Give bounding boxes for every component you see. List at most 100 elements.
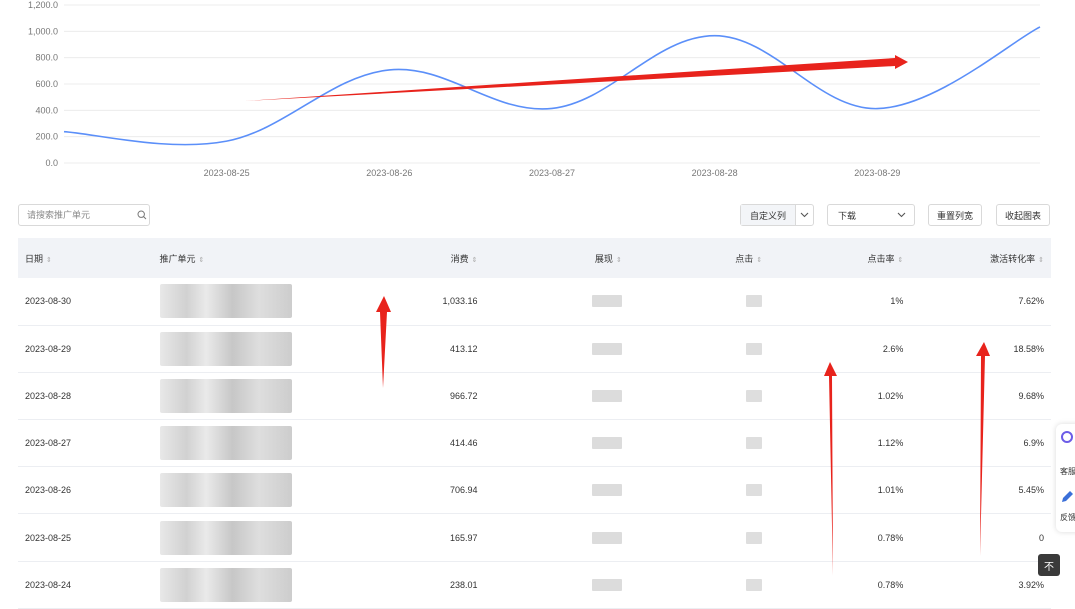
redacted-unit-name [159,426,292,461]
y-tick-label: 1,200.0 [28,0,58,10]
col-ctr-label: 点击率 [867,253,895,264]
col-clicks-header[interactable]: 点击⇕ [629,238,769,278]
cvr-cell: 3.92% [1018,579,1044,590]
redacted-value [746,484,763,497]
unit-cell[interactable] [153,467,396,514]
collapse-chart-button[interactable]: 收起图表 [996,204,1050,226]
custom-columns-label[interactable]: 自定义列 [741,205,796,225]
reset-column-width-button[interactable]: 重置列宽 [928,204,982,226]
service-label[interactable]: 客服 [1060,467,1075,476]
date-cell: 2023-08-27 [25,438,72,449]
unit-cell[interactable] [153,514,396,561]
cost-cell: 1,033.16 [442,296,478,307]
ctr-cell: 1.01% [877,485,904,496]
ctr-cell: 1% [890,296,904,307]
unit-cell[interactable] [153,420,396,467]
back-to-top-button[interactable]: 不 [1038,554,1060,576]
unit-cell[interactable] [153,325,396,372]
redacted-unit-name [159,473,292,508]
x-tick-label: 2023-08-25 [204,168,250,178]
col-cost-label: 消费 [450,253,469,264]
redacted-value [591,295,622,308]
cost-cell: 165.97 [450,532,478,543]
sort-icon[interactable]: ⇕ [615,256,622,264]
impressions-cell [485,420,629,467]
redacted-value [746,342,763,355]
col-unit-header[interactable]: 推广单元⇕ [153,238,396,278]
service-icon[interactable] [1060,430,1074,446]
edit-icon[interactable] [1060,490,1074,506]
col-impressions-header[interactable]: 展现⇕ [485,238,629,278]
cost-cell: 238.01 [450,579,478,590]
impressions-cell [485,372,629,419]
ctr-cell: 0.78% [877,579,904,590]
redacted-value [591,531,622,544]
download-select[interactable]: 下载 [827,204,915,226]
clicks-cell [629,467,769,514]
sort-icon[interactable]: ⇕ [471,256,478,264]
cvr-cell: 9.68% [1018,390,1044,401]
sort-icon[interactable]: ⇕ [198,256,205,264]
redacted-value [591,389,622,402]
cvr-cell: 5.45% [1018,485,1044,496]
y-tick-label: 400.0 [35,105,58,115]
redacted-value [591,578,622,591]
clicks-cell [629,278,769,325]
clicks-cell [629,514,769,561]
y-tick-label: 200.0 [35,132,58,142]
cost-cell: 413.12 [450,343,478,354]
col-cvr-label: 激活转化率 [990,253,1036,264]
clicks-cell [629,372,769,419]
ctr-cell: 1.12% [877,438,904,449]
impressions-cell [485,325,629,372]
impressions-cell [485,514,629,561]
col-date-header[interactable]: 日期⇕ [18,238,153,278]
unit-cell[interactable] [153,372,396,419]
redacted-unit-name [159,567,292,602]
redacted-value [746,295,763,308]
redacted-value [746,389,763,402]
redacted-value [591,342,622,355]
sort-icon[interactable]: ⇕ [756,256,763,264]
clicks-cell [629,325,769,372]
sort-icon[interactable]: ⇕ [46,256,52,264]
col-ctr-header[interactable]: 点击率⇕ [769,238,910,278]
chevron-down-icon[interactable] [796,212,813,218]
sort-icon[interactable]: ⇕ [897,256,904,264]
redacted-unit-name [159,378,292,413]
ctr-cell: 2.6% [882,343,904,354]
search-box[interactable] [18,204,150,226]
search-icon[interactable] [135,208,149,222]
col-clicks-label: 点击 [735,253,754,264]
redacted-value [591,437,622,450]
search-input[interactable] [19,206,135,224]
redacted-value [746,531,763,544]
ctr-cell: 0.78% [877,532,904,543]
sort-icon[interactable]: ⇕ [1038,256,1044,264]
redacted-unit-name [159,331,292,366]
col-unit-label: 推广单元 [159,253,196,264]
unit-cell[interactable] [153,278,396,325]
unit-cell[interactable] [153,561,396,608]
cvr-cell: 7.62% [1018,296,1044,307]
data-table: 日期⇕ 推广单元⇕ 消费⇕ 展现⇕ 点击⇕ 点击率⇕ 激活转化率⇕ 2023-0… [18,238,1051,609]
cvr-cell: 18.58% [1013,343,1044,354]
feedback-label[interactable]: 反馈 [1060,513,1075,522]
custom-columns-button[interactable]: 自定义列 [740,204,814,226]
redacted-unit-name [159,284,292,319]
y-tick-label: 1,000.0 [28,26,58,36]
col-impressions-label: 展现 [594,253,613,264]
col-cost-header[interactable]: 消费⇕ [395,238,484,278]
ctr-cell: 1.02% [877,390,904,401]
col-cvr-header[interactable]: 激活转化率⇕ [910,238,1051,278]
date-cell: 2023-08-25 [25,532,72,543]
redacted-value [746,578,763,591]
